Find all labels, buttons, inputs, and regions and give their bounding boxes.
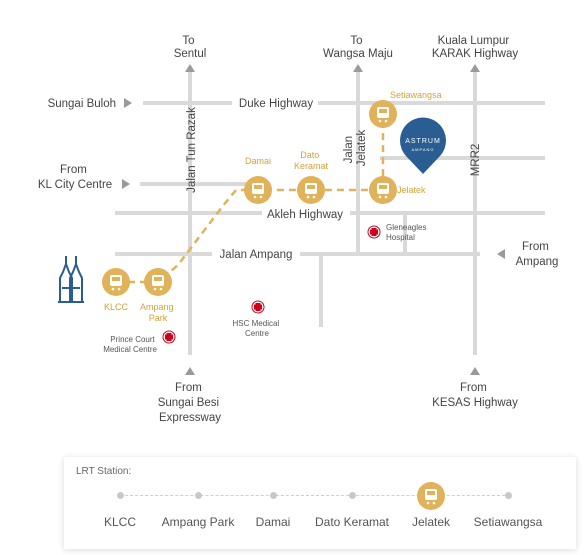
from-kl-city-centre-label: From KL City Centre (38, 164, 112, 191)
legend-title: LRT Station: (76, 466, 132, 477)
duke-label-bg (232, 94, 318, 111)
legend-dot-ampang-park (195, 492, 202, 499)
duke-highway-label: Duke Highway (239, 98, 313, 110)
station-jelatek[interactable] (369, 176, 397, 204)
arrow-right-icon (122, 179, 130, 189)
station-dato-keramat[interactable] (297, 176, 325, 204)
from-kesas-label: From KESAS Highway (432, 382, 518, 409)
sungai-buloh-label: Sungai Buloh (48, 98, 116, 110)
akleh-highway-label: Akleh Highway (267, 209, 343, 221)
to-sentul-label: To Sentul (174, 35, 207, 60)
station-setiawangsa[interactable] (369, 100, 397, 128)
train-icon (252, 183, 264, 199)
lrt-line (116, 114, 385, 284)
road-labels: To Sentul To Wangsa Maju Kuala Lumpur KA… (38, 35, 559, 424)
from-ampang-label: From Ampang (516, 241, 559, 268)
legend-dot-klcc (117, 492, 124, 499)
jalan-tun-razak-label: Jalan Tun Razak (186, 107, 198, 193)
hospital-icon (251, 300, 265, 314)
lrt-legend: LRT Station: KLCC Ampang Park Damai Dato… (64, 457, 576, 549)
location-pin-icon (400, 117, 446, 174)
station-damai[interactable] (244, 176, 272, 204)
lrt-stations (102, 100, 397, 296)
brand-sub: AMPANG (411, 147, 434, 152)
hospital-icon (367, 225, 381, 239)
train-icon (110, 275, 122, 291)
prince-court-medical-centre[interactable]: Prince Court Medical Centre (103, 330, 176, 354)
damai-station-label: Damai (245, 156, 271, 166)
station-ampang-park[interactable] (144, 268, 172, 296)
akleh-label-bg (262, 205, 350, 222)
station-labels: KLCC Ampang Park Damai Dato Keramat Jela… (104, 90, 442, 323)
legend-label-dato-keramat: Dato Keramat (314, 515, 390, 529)
train-icon (305, 183, 317, 199)
train-icon (377, 107, 389, 123)
hospital-markers: Gleneagles Hospital HSC Medical Centre P… (103, 223, 429, 354)
jalan-ampang-label: Jalan Ampang (220, 249, 293, 261)
legend-active-station (417, 482, 445, 510)
arrow-up-icon (185, 64, 195, 72)
hsc-medical-centre[interactable]: HSC Medical Centre (233, 300, 282, 338)
jelatek-station-label: Jelatek (397, 185, 426, 195)
dato-keramat-station-label: Dato Keramat (294, 150, 329, 171)
to-wangsa-maju-label: To Wangsa Maju (323, 35, 393, 60)
legend-dot-dato-keramat (349, 492, 356, 499)
legend-label-setiawangsa: Setiawangsa (473, 515, 543, 529)
train-icon (377, 183, 389, 199)
direction-arrows (122, 64, 505, 375)
from-sungai-besi-label: From Sungai Besi Expressway (158, 382, 223, 424)
arrow-up-icon (470, 64, 480, 72)
arrow-left-icon (497, 249, 505, 259)
hospital-icon (162, 330, 176, 344)
klcc-station-label: KLCC (104, 302, 129, 312)
legend-label-damai: Damai (255, 515, 291, 529)
station-klcc[interactable] (102, 268, 130, 296)
arrow-right-icon (124, 98, 132, 108)
astrum-ampang-marker[interactable]: ASTRUM AMPANG (400, 72, 446, 174)
hsc-label: HSC Medical Centre (233, 319, 282, 338)
jalan-jelatek-label: Jalan Jelatek (343, 130, 368, 167)
train-icon (152, 275, 164, 291)
train-icon (425, 489, 437, 505)
petronas-towers-icon (58, 256, 84, 303)
ampang-park-station-label: Ampang Park (140, 302, 176, 323)
arrow-up-icon (185, 367, 195, 375)
mrr2-label: MRR2 (470, 144, 482, 177)
brand-name: ASTRUM (405, 138, 441, 145)
legend-dot-damai (270, 492, 277, 499)
legend-label-ampang-park: Ampang Park (161, 515, 235, 529)
setiawangsa-station-label: Setiawangsa (390, 90, 442, 100)
gleneagles-label: Gleneagles Hospital (386, 223, 429, 242)
legend-label-klcc: KLCC (103, 515, 137, 529)
kl-karak-label: Kuala Lumpur KARAK Highway (432, 35, 519, 60)
ampang-label-bg (212, 245, 300, 262)
legend-dot-setiawangsa (505, 492, 512, 499)
arrow-up-icon (353, 64, 363, 72)
legend-label-jelatek: Jelatek (411, 515, 451, 529)
prince-court-label: Prince Court Medical Centre (103, 335, 157, 354)
arrow-up-icon (470, 367, 480, 375)
legend-dashed-line (120, 495, 510, 496)
gleneagles-hospital[interactable]: Gleneagles Hospital (367, 223, 429, 242)
